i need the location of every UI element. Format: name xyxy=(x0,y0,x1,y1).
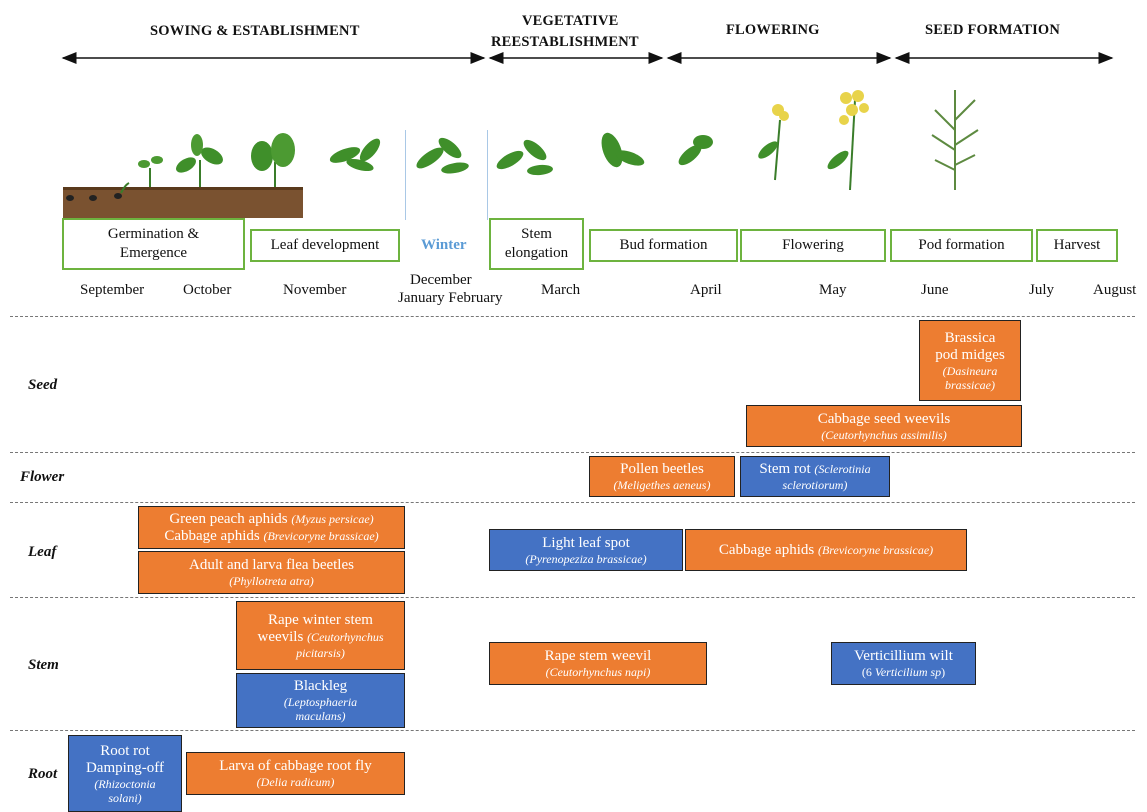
pest-scientific-name: sclerotiorum) xyxy=(782,478,848,492)
month-march: March xyxy=(541,282,581,298)
pest-name: pod midges xyxy=(935,346,1005,363)
organ-flower: Flower xyxy=(20,469,65,485)
month-january-february: January February xyxy=(398,290,503,306)
pest-scientific-name: (Ceutorhynchus assimilis) xyxy=(821,427,947,442)
pest-brassica-pod-midges: Brassica pod midges (Dasineura brassicae… xyxy=(919,320,1021,401)
divider-stem-root xyxy=(10,730,1135,731)
stage-winter: Winter xyxy=(421,237,467,253)
disease-stem-rot: Stem rot (Sclerotinia sclerotiorum) xyxy=(740,456,890,497)
organ-stem: Stem xyxy=(28,657,59,673)
pest-cabbage-root-fly: Larva of cabbage root fly (Delia radicum… xyxy=(186,752,405,795)
pest-name: Larva of cabbage root fly xyxy=(219,758,372,774)
divider-seed-flower xyxy=(10,452,1135,453)
pest-name: Brassica xyxy=(944,329,996,346)
pest-name: Cabbage aphids xyxy=(164,527,260,544)
month-november: November xyxy=(283,282,347,298)
month-august: August xyxy=(1093,282,1137,298)
pest-name: Adult and larva flea beetles xyxy=(189,557,354,573)
pest-cabbage-seed-weevils: Cabbage seed weevils (Ceutorhynchus assi… xyxy=(746,405,1022,447)
stage-leaf-development: Leaf development xyxy=(250,229,400,262)
organ-leaf: Leaf xyxy=(28,544,57,560)
month-october: October xyxy=(183,282,232,298)
pest-name: Blackleg xyxy=(293,678,348,694)
pest-name: Verticillium wilt xyxy=(854,648,953,664)
pest-scientific-name: (Meligethes aeneus) xyxy=(613,478,711,492)
pest-scientific-name: (Myzus persicae) xyxy=(291,511,374,526)
organ-root: Root xyxy=(28,766,58,782)
winter-start-line xyxy=(405,130,406,220)
stage-pod-formation: Pod formation xyxy=(890,229,1033,262)
pest-name: Stem rot xyxy=(759,461,811,477)
phase-vegetative: VEGETATIVE xyxy=(522,13,619,29)
pest-scientific-name: brassicae) xyxy=(945,377,995,392)
pest-name: Rape winter stem xyxy=(268,611,373,628)
pest-name: Pollen beetles xyxy=(620,461,704,477)
divider-flower-leaf xyxy=(10,502,1135,503)
pest-scientific-name: (Delia radicum) xyxy=(256,775,335,789)
month-april: April xyxy=(690,282,722,298)
organ-seed: Seed xyxy=(28,377,58,393)
pest-aphids-autumn: Green peach aphids (Myzus persicae) Cabb… xyxy=(138,506,405,549)
pest-name: weevils xyxy=(257,628,304,645)
phase-sowing: SOWING & ESTABLISHMENT xyxy=(150,23,360,39)
pest-scientific-name: (Brevicoryne brassicae) xyxy=(817,543,934,557)
plant-growth-illustration xyxy=(66,90,979,201)
pest-scientific-name: (Pyrenopeziza brassicae) xyxy=(525,551,647,566)
pest-rape-winter-stem-weevils: Rape winter stem weevils (Ceutorhynchus … xyxy=(236,601,405,670)
month-september: September xyxy=(80,282,145,298)
disease-verticillium-wilt: Verticillium wilt (6 Verticilium sp) xyxy=(831,642,976,685)
pest-scientific-name: (Rhizoctonia xyxy=(94,776,156,791)
disease-blackleg: Blackleg (Leptosphaeria maculans) xyxy=(236,673,405,728)
divider-leaf-stem xyxy=(10,597,1135,598)
pest-name: Damping-off xyxy=(85,759,165,776)
phase-reestablishment: REESTABLISHMENT xyxy=(491,34,639,50)
pest-scientific-suffix: ) xyxy=(941,665,946,679)
winter-end-line xyxy=(487,130,488,220)
pest-scientific-name: Verticilium sp xyxy=(874,665,942,679)
pest-name: Rape stem weevil xyxy=(544,648,652,664)
pest-scientific-name: (Dasineura xyxy=(942,363,998,378)
month-june: June xyxy=(921,282,949,298)
pest-name: Root rot xyxy=(100,742,150,759)
stage-germination: Germination & Emergence xyxy=(62,218,245,270)
pest-scientific-name: (Sclerotinia xyxy=(814,462,871,476)
pest-scientific-name: (Ceutorhynchus napi) xyxy=(545,665,651,679)
disease-light-leaf-spot: Light leaf spot (Pyrenopeziza brassicae) xyxy=(489,529,683,571)
disease-root-rot: Root rot Damping-off (Rhizoctonia solani… xyxy=(68,735,182,812)
pest-scientific-name: (Leptosphaeria xyxy=(283,695,358,709)
month-december: December xyxy=(410,272,472,288)
pest-scientific-name: (Brevicoryne brassicae) xyxy=(263,528,379,543)
stage-stem-elongation: Stem elongation xyxy=(489,218,584,270)
pest-scientific-name: picitarsis) xyxy=(296,645,345,660)
pest-name: Cabbage aphids xyxy=(718,541,815,558)
pest-name: Cabbage seed weevils xyxy=(817,410,951,427)
stage-bud-formation: Bud formation xyxy=(589,229,738,262)
month-july: July xyxy=(1029,282,1055,298)
pest-flea-beetles: Adult and larva flea beetles (Phyllotret… xyxy=(138,551,405,594)
stage-harvest: Harvest xyxy=(1036,229,1118,262)
pest-scientific-name: maculans) xyxy=(295,709,346,723)
pest-name: Green peach aphids xyxy=(169,510,288,527)
pest-scientific-prefix: (6 xyxy=(861,665,875,679)
phase-flowering: FLOWERING xyxy=(726,22,820,38)
pest-cabbage-aphids-spring: Cabbage aphids (Brevicoryne brassicae) xyxy=(685,529,967,571)
pest-name: Light leaf spot xyxy=(542,534,630,551)
phase-seed-formation: SEED FORMATION xyxy=(925,22,1061,38)
pest-pollen-beetles: Pollen beetles (Meligethes aeneus) xyxy=(589,456,735,497)
pest-scientific-name: (Phyllotreta atra) xyxy=(229,574,314,588)
divider-top xyxy=(10,316,1135,317)
pest-scientific-name: solani) xyxy=(108,790,142,805)
stage-flowering: Flowering xyxy=(740,229,886,262)
soil-illustration xyxy=(63,187,303,218)
pest-rape-stem-weevil: Rape stem weevil (Ceutorhynchus napi) xyxy=(489,642,707,685)
month-may: May xyxy=(819,282,847,298)
pest-scientific-name: (Ceutorhynchus xyxy=(307,629,384,644)
